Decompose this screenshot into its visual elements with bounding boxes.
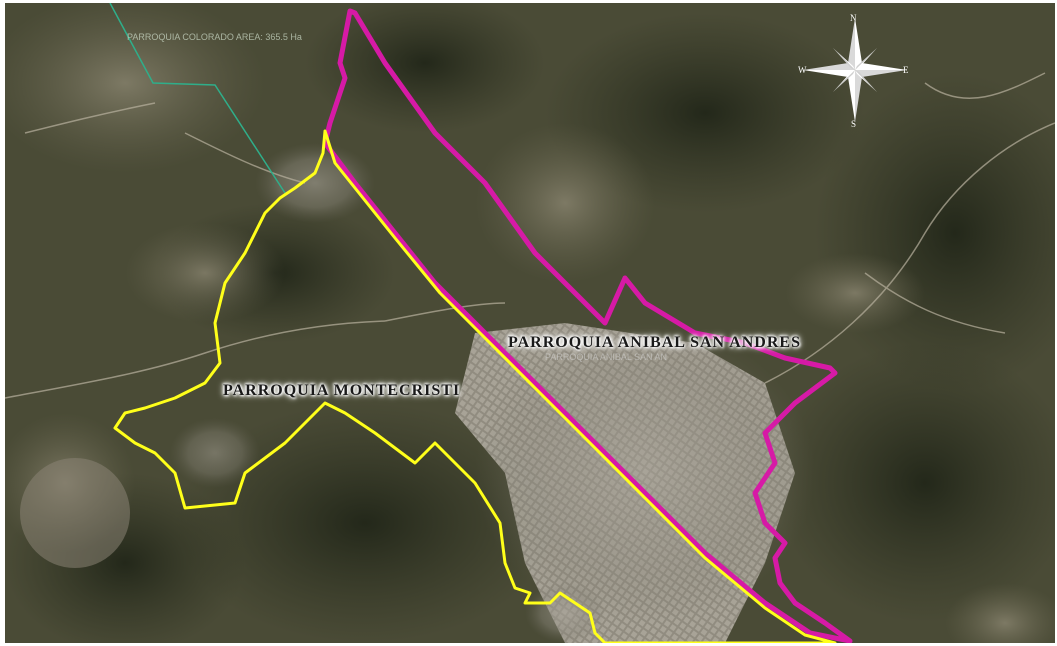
- compass-north-label: N: [850, 13, 857, 23]
- montecristi-boundary[interactable]: [113, 129, 837, 643]
- compass-south-label: S: [851, 119, 857, 129]
- anibal-ghost-label: PARROQUIA ANIBAL SAN AN: [545, 352, 668, 362]
- colorado-boundary[interactable]: [109, 3, 286, 194]
- colorado-area-label: PARROQUIA COLORADO AREA: 365.5 Ha: [127, 32, 302, 42]
- anibal-san-andres-label: PARROQUIA ANIBAL SAN ANDRES: [508, 334, 801, 351]
- anibal-san-andres-boundary[interactable]: [322, 8, 853, 643]
- compass-east-label: E: [903, 65, 909, 75]
- compass-rose-icon: [803, 18, 907, 122]
- roads: [5, 72, 1055, 399]
- compass-west-label: W: [798, 65, 807, 75]
- map-canvas: [5, 3, 1055, 643]
- satellite-map[interactable]: PARROQUIA COLORADO AREA: 365.5 Ha PARROQ…: [5, 3, 1055, 643]
- montecristi-label: PARROQUIA MONTECRISTI: [223, 382, 461, 399]
